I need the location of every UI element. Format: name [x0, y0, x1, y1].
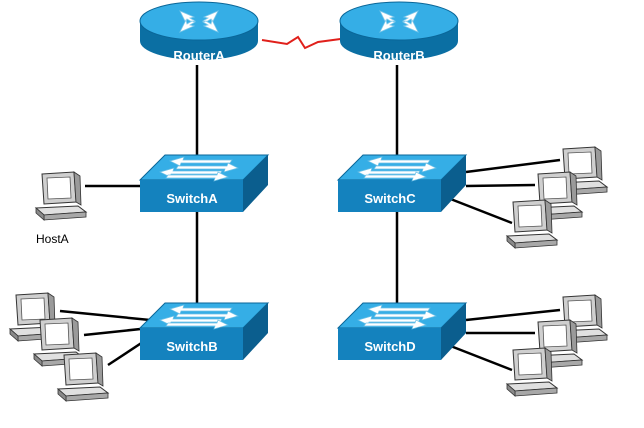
links-layer	[59, 35, 561, 372]
link-switchB-pc-2	[83, 326, 151, 337]
host-a-label: HostA	[36, 232, 69, 246]
router-b[interactable]: RouterB	[339, 1, 459, 63]
switch-b[interactable]: SwitchB	[139, 302, 269, 361]
link-switchC-pc-2	[465, 183, 536, 188]
pc-c3[interactable]	[506, 199, 558, 249]
switch-a-label: SwitchA	[166, 191, 218, 206]
pc-icon	[506, 347, 558, 397]
link-switchC-pc-1	[465, 158, 561, 174]
router-a-label: RouterA	[173, 48, 225, 63]
switch-a[interactable]: SwitchA	[139, 154, 269, 213]
pc-icon	[57, 352, 109, 402]
link-switchB-pc-1	[59, 309, 151, 322]
host-a[interactable]	[35, 171, 87, 221]
pc-b3[interactable]	[57, 352, 109, 402]
switch-c-label: SwitchC	[364, 191, 416, 206]
pc-d3[interactable]	[506, 347, 558, 397]
switch-d[interactable]: SwitchD	[337, 302, 467, 361]
pc-icon	[35, 171, 87, 221]
router-a[interactable]: RouterA	[139, 1, 259, 63]
pc-icon	[506, 199, 558, 249]
link-switchC-pc-3	[447, 196, 513, 225]
link-switchD-pc-1	[465, 308, 561, 322]
switch-c[interactable]: SwitchC	[337, 154, 467, 213]
router-b-label: RouterB	[373, 48, 424, 63]
switch-b-label: SwitchB	[166, 339, 217, 354]
pc-group-c	[506, 146, 608, 249]
link-switchD-pc-3	[447, 343, 513, 372]
switch-d-label: SwitchD	[364, 339, 415, 354]
pc-group-b	[9, 292, 109, 402]
serial-link-routerA-routerB	[261, 35, 349, 50]
